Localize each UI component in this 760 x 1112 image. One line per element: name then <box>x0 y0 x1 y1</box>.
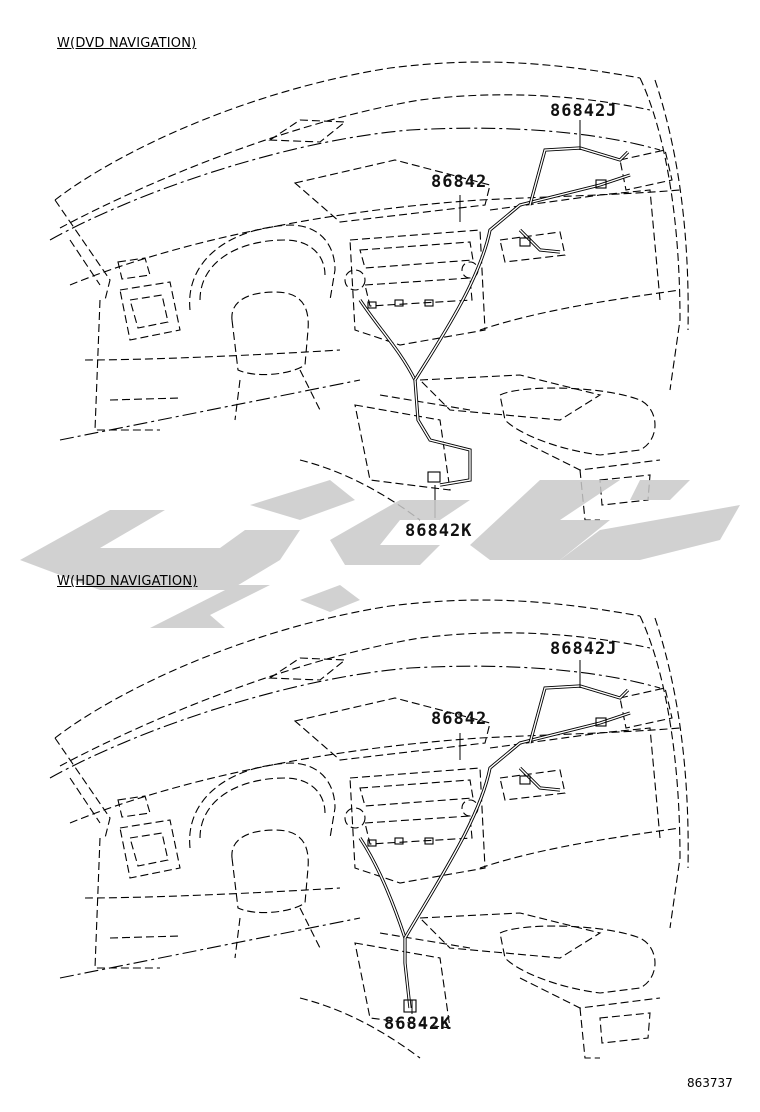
section-title-dvd: W(DVD NAVIGATION) <box>57 36 197 51</box>
hdd-navigation-view <box>49 599 689 1059</box>
callout-86842-hdd: 86842 <box>431 709 488 729</box>
callout-86842J-dvd: 86842J <box>550 101 618 121</box>
callout-86842J-hdd: 86842J <box>550 639 618 659</box>
callout-86842-dvd: 86842 <box>431 172 488 192</box>
callout-86842K-hdd: 86842K <box>384 1014 452 1034</box>
callout-86842K-dvd: 86842K <box>405 521 473 541</box>
dvd-navigation-view <box>49 61 689 521</box>
document-number: 863737 <box>687 1076 733 1090</box>
section-title-hdd: W(HDD NAVIGATION) <box>57 574 198 589</box>
arabic-logo-watermark <box>20 480 740 628</box>
